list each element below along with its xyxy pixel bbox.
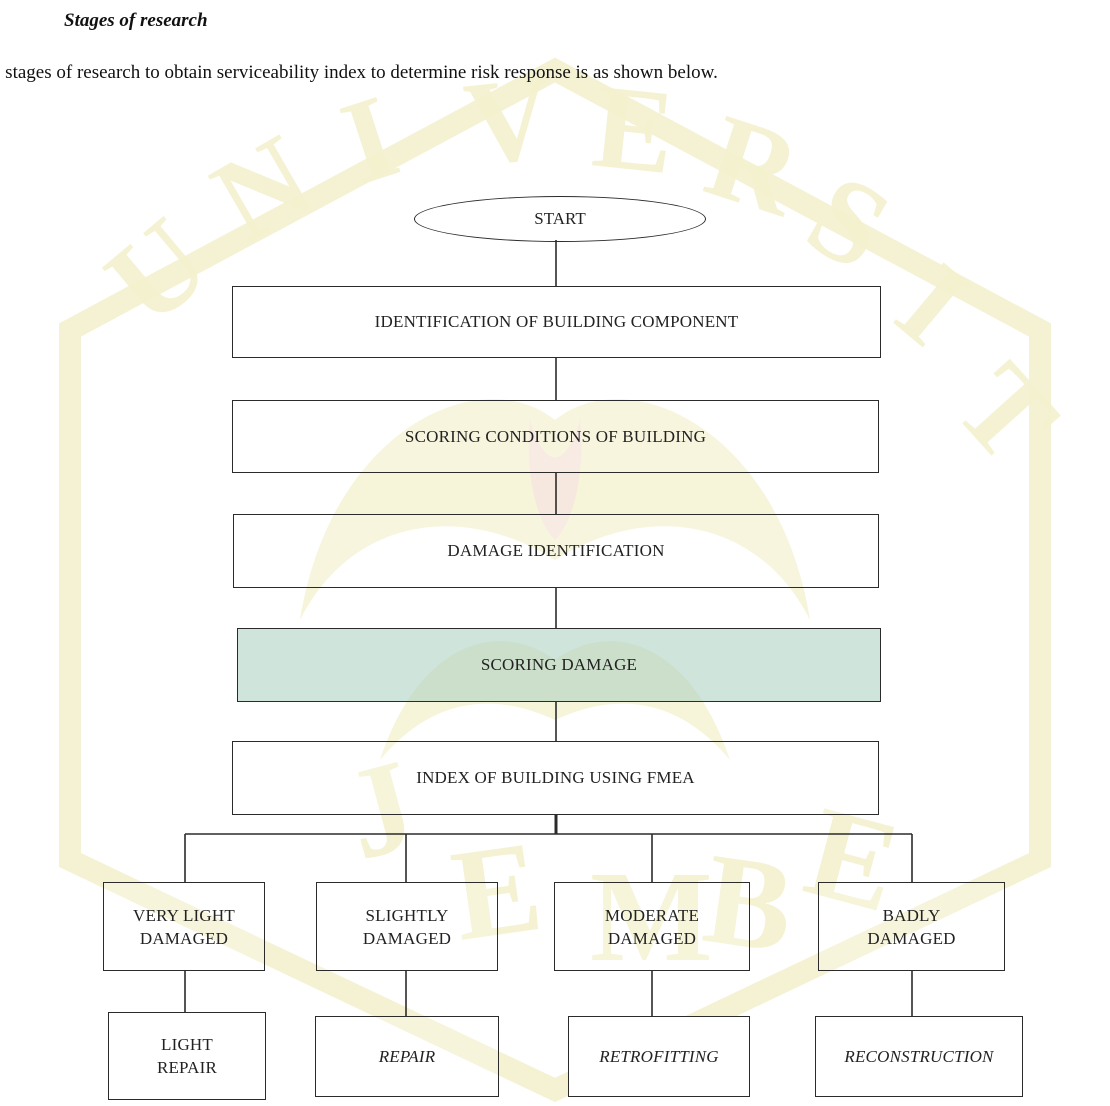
response-repair: REPAIR [315,1016,499,1097]
category-3-line1: MODERATE [604,905,700,925]
intro-paragraph: e stages of research to obtain serviceab… [0,62,718,83]
step-scoring-damage: SCORING DAMAGE [237,628,881,702]
category-moderate-damaged: MODERATE DAMAGED [554,882,750,971]
step-identification-building-component: IDENTIFICATION OF BUILDING COMPONENT [232,286,881,358]
category-4-line2: DAMAGED [867,928,956,948]
step2-label: SCORING CONDITIONS OF BUILDING [404,426,707,446]
response-2-label: REPAIR [378,1047,436,1066]
response-reconstruction: RECONSTRUCTION [815,1016,1023,1097]
watermark-letter-e2: E [444,814,550,969]
watermark-letter-e: E [587,59,681,200]
category-2-line1: SLIGHTLY [365,905,449,925]
step-scoring-conditions: SCORING CONDITIONS OF BUILDING [232,400,879,473]
response-retrofitting: RETROFITTING [568,1016,750,1097]
response-1-line1: LIGHT [161,1035,213,1054]
category-2-line2: DAMAGED [362,928,452,948]
step3-label: DAMAGE IDENTIFICATION [447,541,665,560]
step4-label: SCORING DAMAGE [480,655,638,674]
category-slightly-damaged: SLIGHTLY DAMAGED [316,882,498,971]
start-label: START [534,209,586,228]
response-light-repair: LIGHT REPAIR [108,1012,266,1100]
category-3-line2: DAMAGED [607,928,697,948]
step-index-fmea: INDEX OF BUILDING USING FMEA [232,741,879,815]
category-4-line1: BADLY [882,905,941,925]
category-very-light-damaged: VERY LIGHT DAMAGED [103,882,265,971]
section-heading: Stages of research [64,10,208,31]
category-badly-damaged: BADLY DAMAGED [818,882,1005,971]
watermark-letter-b: B [696,826,802,981]
response-1-line2: REPAIR [156,1058,218,1077]
start-terminal: START [414,196,706,242]
step-damage-identification: DAMAGE IDENTIFICATION [233,514,879,588]
category-1-line1: VERY LIGHT [133,905,235,925]
response-4-label: RECONSTRUCTION [844,1047,994,1066]
response-3-label: RETROFITTING [599,1047,719,1066]
category-1-line2: DAMAGED [139,928,229,948]
step1-label: IDENTIFICATION OF BUILDING COMPONENT [374,312,739,331]
step5-label: INDEX OF BUILDING USING FMEA [416,768,695,787]
watermark-letter-v: V [459,50,559,191]
